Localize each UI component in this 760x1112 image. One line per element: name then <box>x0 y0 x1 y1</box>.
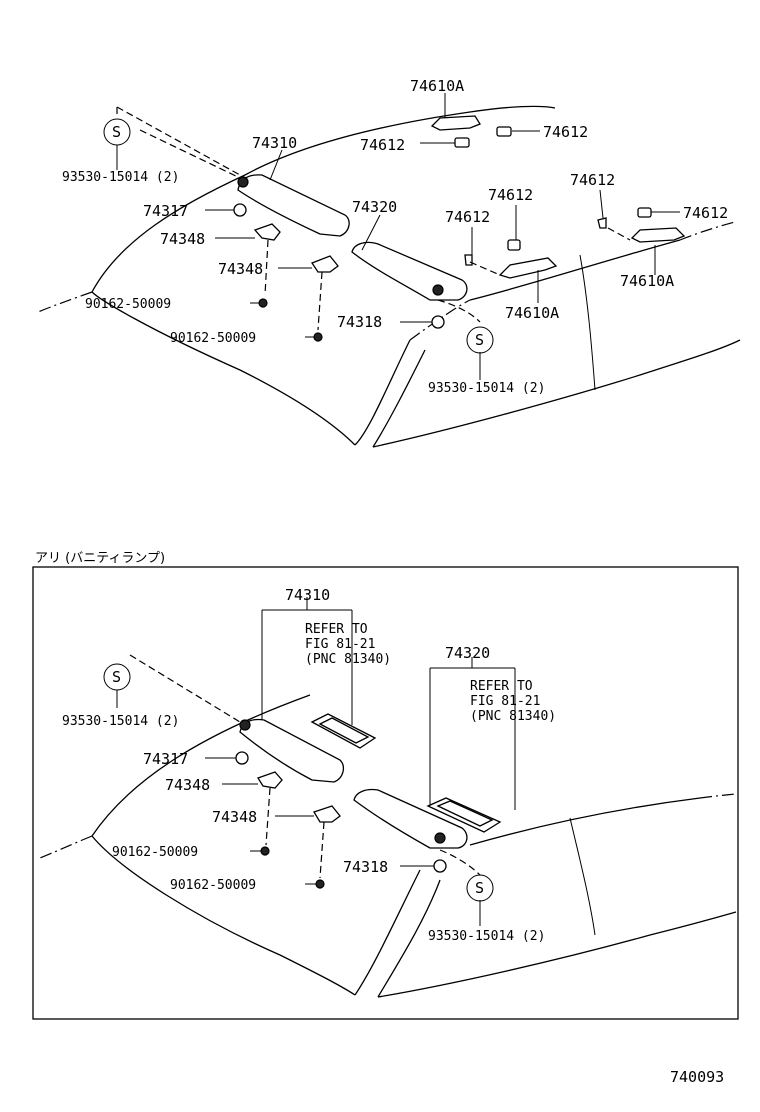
label-90162-top-1: 90162-50009 <box>85 297 171 312</box>
label-74320-bottom: 74320 <box>445 644 490 662</box>
label-74317-bottom: 74317 <box>143 750 188 768</box>
label-74610A-top-1: 74610A <box>410 77 464 95</box>
label-74318-bottom: 74318 <box>343 858 388 876</box>
label-93530-top-2: 93530-15014 (2) <box>428 381 545 396</box>
label-74348-top-1: 74348 <box>160 230 205 248</box>
refer-note-1-line-3: (PNC 81340) <box>305 652 391 667</box>
label-74318-top: 74318 <box>337 313 382 331</box>
sealant-s-icon-top-2: S <box>475 331 484 349</box>
label-74612-top-4: 74612 <box>570 171 615 189</box>
label-90162-bottom-1: 90162-50009 <box>112 845 198 860</box>
label-74348-bottom-1: 74348 <box>165 776 210 794</box>
label-74317-top: 74317 <box>143 202 188 220</box>
label-74612-top-1: 74612 <box>360 136 405 154</box>
label-74310-top: 74310 <box>252 134 297 152</box>
label-90162-top-2: 90162-50009 <box>170 331 256 346</box>
label-93530-bottom-1: 93530-15014 (2) <box>62 714 179 729</box>
label-74612-top-6: 74612 <box>683 204 728 222</box>
label-90162-bottom-2: 90162-50009 <box>170 878 256 893</box>
label-74610A-top-3: 74610A <box>505 304 559 322</box>
refer-note-1-line-2: FIG 81-21 <box>305 637 375 652</box>
label-74348-top-2: 74348 <box>218 260 263 278</box>
top-diagram: 74610A 74612 74612 74310 74612 74612 746… <box>37 77 741 448</box>
section-title: アリ (バニティランプ) <box>35 551 165 566</box>
sealant-s-icon-bottom-1: S <box>112 668 121 686</box>
bottom-diagram: アリ (バニティランプ) <box>32 551 739 1020</box>
label-74612-top-5: 74612 <box>445 208 490 226</box>
refer-note-2-line-1: REFER TO <box>470 679 533 694</box>
refer-note-1-line-1: REFER TO <box>305 622 368 637</box>
label-74612-top-2: 74612 <box>543 123 588 141</box>
label-74310-bottom: 74310 <box>285 586 330 604</box>
label-93530-bottom-2: 93530-15014 (2) <box>428 929 545 944</box>
label-74320-top: 74320 <box>352 198 397 216</box>
sealant-s-icon-top-1: S <box>112 123 121 141</box>
refer-note-2-line-2: FIG 81-21 <box>470 694 540 709</box>
sealant-s-icon-bottom-2: S <box>475 879 484 897</box>
label-93530-top-1: 93530-15014 (2) <box>62 170 179 185</box>
bottom-frame <box>32 566 739 1020</box>
label-74610A-top-2: 74610A <box>620 272 674 290</box>
diagram-code: 740093 <box>670 1068 724 1086</box>
refer-note-2-line-3: (PNC 81340) <box>470 709 556 724</box>
label-74612-top-3: 74612 <box>488 186 533 204</box>
label-74348-bottom-2: 74348 <box>212 808 257 826</box>
